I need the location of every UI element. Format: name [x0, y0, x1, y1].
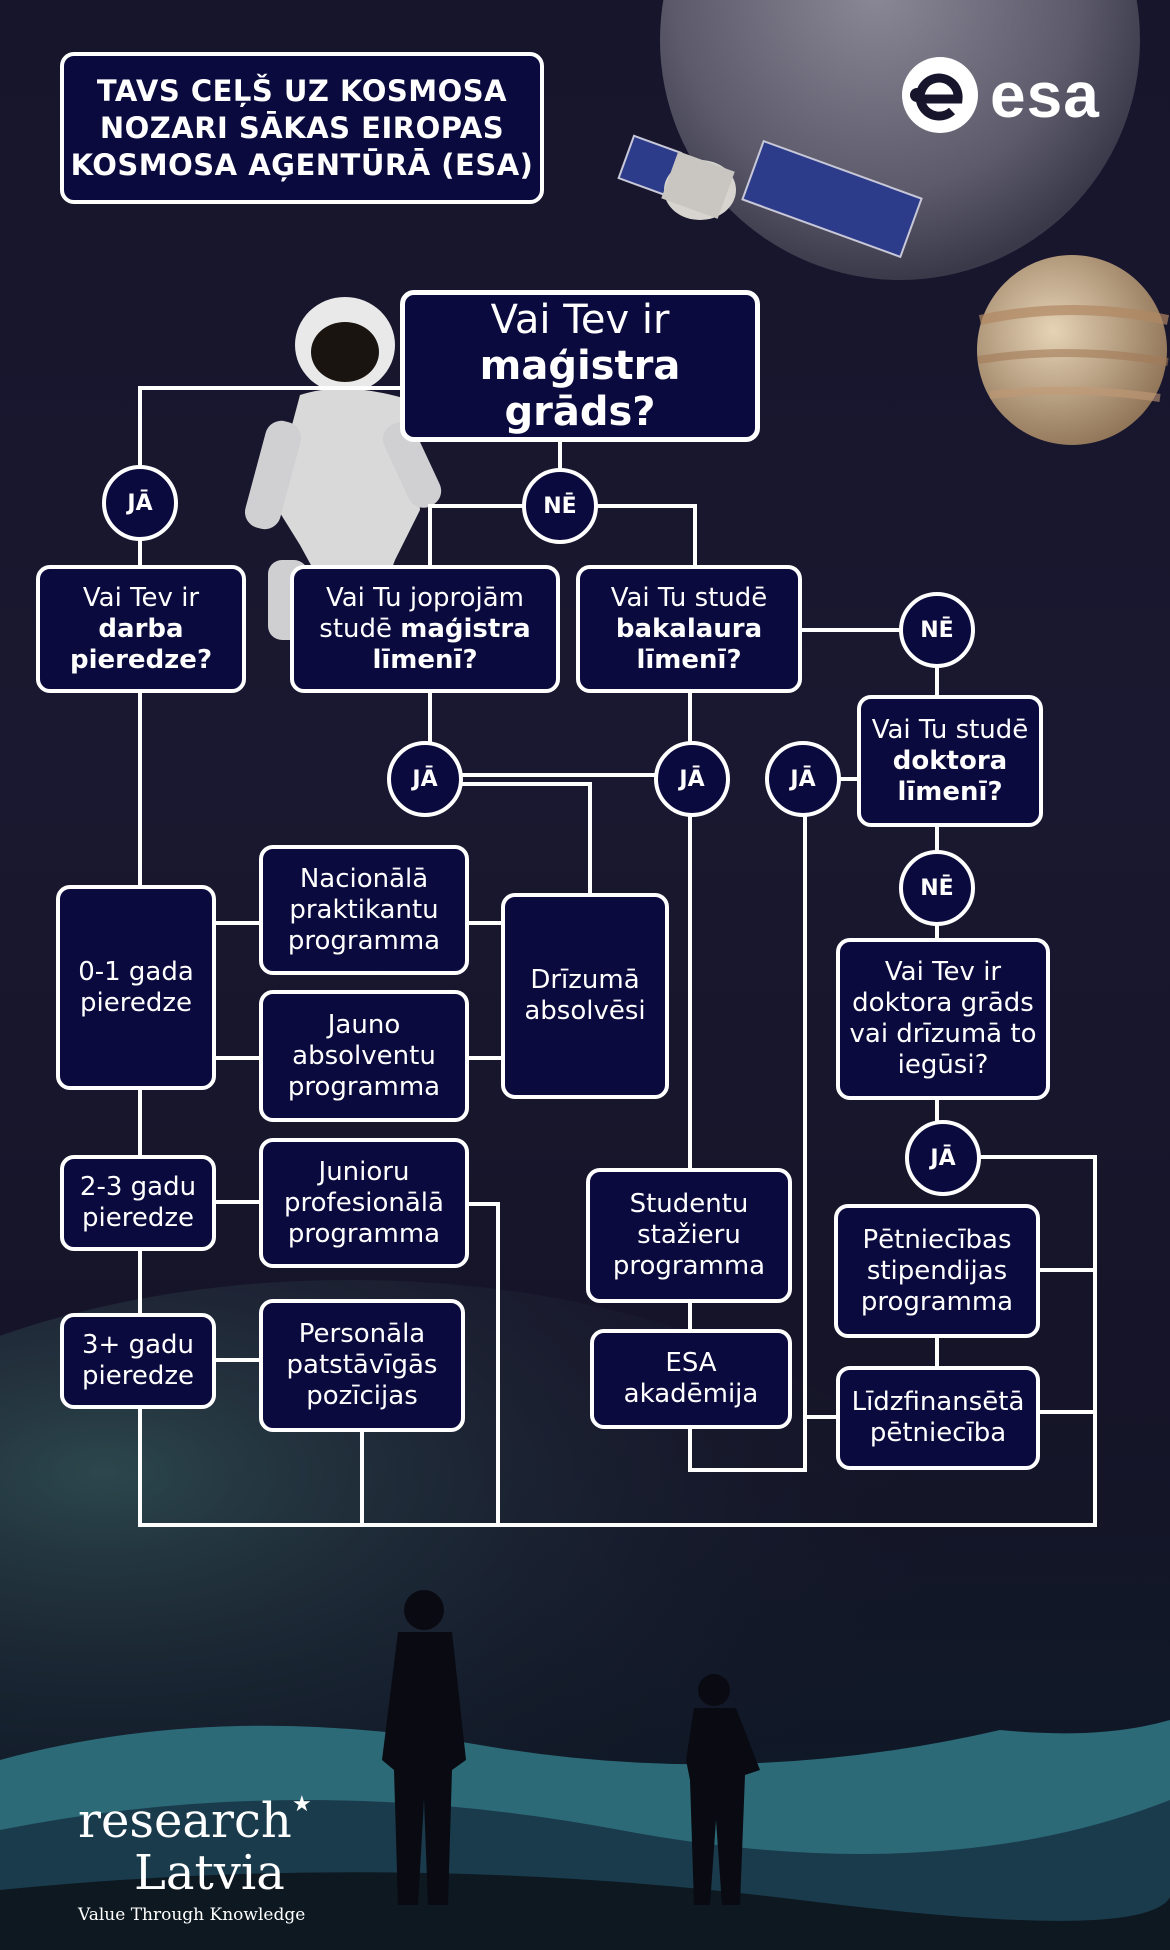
graduates-soon-box: Drīzumā absolvēsi	[501, 893, 669, 1099]
experience-3plus-box: 3+ gadu pieredze	[60, 1313, 216, 1409]
work-exp-line-2: darba	[98, 613, 184, 644]
nt-line-3: programma	[287, 925, 441, 956]
bachelor-line-3: līmenī?	[636, 644, 742, 675]
ja-circle-masters: JĀ	[387, 741, 463, 817]
staff-positions-box: Personāla patstāvīgās pozīcijas	[259, 1299, 465, 1432]
root-line-2: maģistra grāds?	[479, 343, 681, 435]
ja-circle-1: JĀ	[102, 465, 178, 541]
rf-line-3: programma	[860, 1286, 1014, 1317]
astronaut-image	[244, 297, 442, 640]
jp-line-1: Junioru	[318, 1156, 410, 1187]
jp-line-2: profesionālā	[284, 1187, 444, 1218]
ea-line-2: akadēmija	[623, 1379, 759, 1409]
cofunded-research-box: Līdzfinansētā pētniecība	[836, 1366, 1040, 1470]
sp-line-3: pozīcijas	[306, 1381, 418, 1411]
exp3p-line-1: 3+ gadu	[81, 1330, 194, 1360]
esa-emblem-icon	[902, 57, 978, 133]
rf-line-1: Pētniecības	[862, 1224, 1012, 1255]
masters-line-3: līmenī?	[372, 644, 478, 675]
gs-line-1: Drīzumā	[530, 965, 640, 995]
masters-line-1: Vai Tu joprojām	[325, 582, 524, 613]
exp3p-line-2: pieredze	[82, 1361, 194, 1391]
nt-line-2: praktikantu	[289, 894, 439, 925]
doctor-degree-question: Vai Tev ir doktora grāds vai drīzumā to …	[836, 938, 1050, 1100]
work-exp-line-3: pieredze?	[69, 644, 213, 675]
doctor-degree-line-2: doktora grāds	[852, 988, 1034, 1018]
jp-line-3: programma	[287, 1218, 441, 1249]
ne-circle-1: NĒ	[522, 468, 598, 544]
ja-circle-doctor-study: JĀ	[765, 741, 841, 817]
nt-line-1: Nacionālā	[299, 863, 429, 894]
title-line-3: KOSMOSA AĢENTŪRĀ (ESA)	[70, 147, 534, 182]
exp01-line-2: pieredze	[80, 987, 192, 1018]
sp-line-2: patstāvīgās	[286, 1350, 438, 1380]
people-silhouettes	[382, 1590, 760, 1905]
bachelor-line-1: Vai Tu studē	[610, 582, 768, 613]
national-trainee-programme: Nacionālā praktikantu programma	[259, 845, 469, 975]
esa-logo: esa	[900, 55, 1100, 135]
star-icon: ★	[292, 1792, 312, 1817]
satellite-image	[617, 134, 923, 259]
cr-line-1: Līdzfinansētā	[851, 1387, 1025, 1417]
ea-line-1: ESA	[665, 1348, 717, 1378]
research-fellowship-programme: Pētniecības stipendijas programma	[834, 1204, 1040, 1338]
masters-line-2b: maģistra	[400, 613, 531, 644]
brand-line-1: research	[78, 1793, 292, 1849]
si-line-3: programma	[612, 1251, 766, 1281]
student-intern-programme: Studentu stažieru programma	[586, 1168, 792, 1303]
title-line-1: TAVS CEĻŠ UZ KOSMOSA	[96, 73, 508, 108]
exp23-line-1: 2-3 gadu	[79, 1172, 197, 1202]
experience-2-3-box: 2-3 gadu pieredze	[60, 1155, 216, 1251]
doctor-study-line-1: Vai Tu studē	[871, 714, 1029, 745]
esa-academy-box: ESA akadēmija	[590, 1329, 792, 1429]
doctor-degree-line-3: vai drīzumā to	[849, 1019, 1037, 1049]
master-degree-question: Vai Tev ir maģistra grāds?	[400, 290, 760, 442]
work-experience-question: Vai Tev ir darba pieredze?	[36, 565, 246, 693]
ja-circle-bachelor: JĀ	[654, 741, 730, 817]
exp23-line-2: pieredze	[82, 1203, 194, 1233]
esa-wordmark: esa	[990, 59, 1100, 131]
root-line-1: Vai Tev ir	[490, 297, 670, 343]
title-line-2: NOZARI SĀKAS EIROPAS	[99, 110, 505, 145]
doctor-study-question: Vai Tu studē doktora līmenī?	[857, 695, 1043, 827]
ne-circle-2: NĒ	[899, 592, 975, 668]
research-latvia-logo: research Latvia Value Through Knowledge	[78, 1795, 305, 1925]
cr-line-2: pētniecība	[869, 1418, 1007, 1448]
yg-line-1: Jauno	[327, 1009, 401, 1040]
bachelor-line-2: bakalaura	[615, 613, 763, 644]
young-graduate-programme: Jauno absolventu programma	[259, 990, 469, 1122]
brand-line-2: Latvia	[134, 1845, 285, 1901]
brand-tagline: Value Through Knowledge	[78, 1905, 306, 1925]
gs-line-2: absolvēsi	[524, 996, 646, 1026]
work-exp-line-1: Vai Tev ir	[82, 582, 200, 613]
ja-circle-doctor-degree: JĀ	[905, 1120, 981, 1196]
doctor-degree-line-4: iegūsi?	[897, 1050, 989, 1080]
sp-line-1: Personāla	[298, 1319, 426, 1349]
exp01-line-1: 0-1 gada	[78, 956, 194, 987]
masters-line-2a: studē	[319, 613, 401, 644]
doctor-study-line-2: doktora	[892, 745, 1008, 776]
yg-line-2: absolventu	[292, 1040, 436, 1071]
masters-study-question: Vai Tu joprojām studē maģistra līmenī?	[290, 565, 560, 693]
si-line-1: Studentu	[629, 1189, 749, 1219]
yg-line-3: programma	[287, 1071, 441, 1102]
page-title: TAVS CEĻŠ UZ KOSMOSA NOZARI SĀKAS EIROPA…	[60, 52, 544, 204]
junior-professional-programme: Junioru profesionālā programma	[259, 1138, 469, 1268]
si-line-2: stažieru	[637, 1220, 741, 1250]
doctor-degree-line-1: Vai Tev ir	[884, 957, 1002, 987]
bachelor-study-question: Vai Tu studē bakalaura līmenī?	[576, 565, 802, 693]
ne-circle-3: NĒ	[899, 850, 975, 926]
doctor-study-line-3: līmenī?	[897, 776, 1003, 807]
rf-line-2: stipendijas	[866, 1255, 1008, 1286]
experience-0-1-box: 0-1 gada pieredze	[56, 885, 216, 1090]
